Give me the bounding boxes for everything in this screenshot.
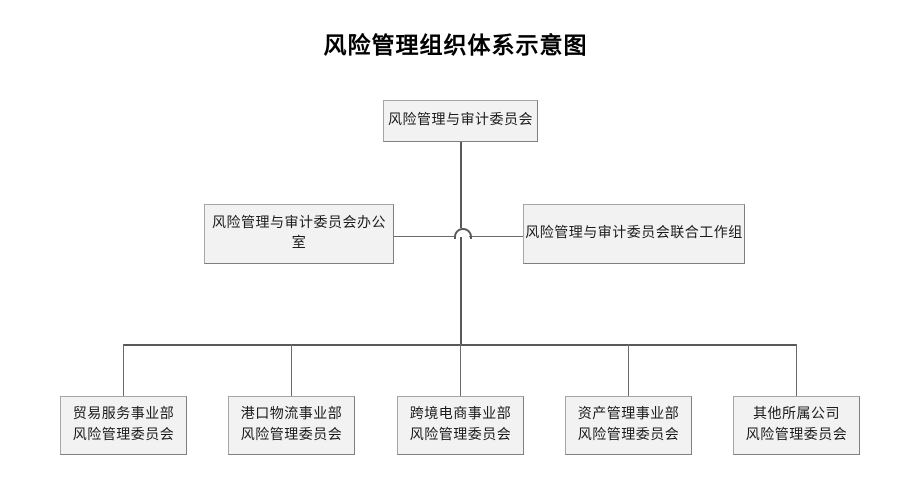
node-joint-group[interactable]: 风险管理与审计委员会联合工作组: [523, 204, 745, 264]
node-asset-management-label: 资产管理事业部 风险管理委员会: [577, 407, 680, 443]
node-joint-group-label: 风险管理与审计委员会联合工作组: [525, 225, 743, 241]
page-title: 风险管理组织体系示意图: [323, 32, 588, 58]
node-other-companies[interactable]: 其他所属公司 风险管理委员会: [733, 396, 860, 455]
node-cross-border-ecommerce[interactable]: 跨境电商事业部 风险管理委员会: [397, 396, 524, 455]
node-trade-service-label: 贸易服务事业部 风险管理委员会: [72, 407, 175, 443]
connector-line-hop-icon: [454, 228, 472, 239]
node-port-logistics[interactable]: 港口物流事业部 风险管理委员会: [228, 396, 355, 455]
connector-drop-cross-border-ecommerce: [460, 344, 461, 396]
node-other-companies-label: 其他所属公司 风险管理委员会: [745, 407, 848, 443]
node-port-logistics-label: 港口物流事业部 风险管理委员会: [240, 407, 343, 443]
connector-trunk-vertical: [460, 142, 462, 345]
node-committee-label: 风险管理与审计委员会: [388, 112, 533, 128]
connector-drop-other-companies: [796, 344, 797, 396]
node-trade-service[interactable]: 贸易服务事业部 风险管理委员会: [60, 396, 187, 455]
node-office[interactable]: 风险管理与审计委员会办公室: [204, 204, 394, 264]
node-asset-management[interactable]: 资产管理事业部 风险管理委员会: [565, 396, 692, 455]
node-cross-border-ecommerce-label: 跨境电商事业部 风险管理委员会: [409, 407, 512, 443]
connector-drop-port-logistics: [291, 344, 292, 396]
connector-drop-trade-service: [123, 344, 124, 396]
node-office-label: 风险管理与审计委员会办公室: [212, 215, 386, 251]
connector-drop-asset-management: [628, 344, 629, 396]
node-committee[interactable]: 风险管理与审计委员会: [383, 100, 538, 142]
